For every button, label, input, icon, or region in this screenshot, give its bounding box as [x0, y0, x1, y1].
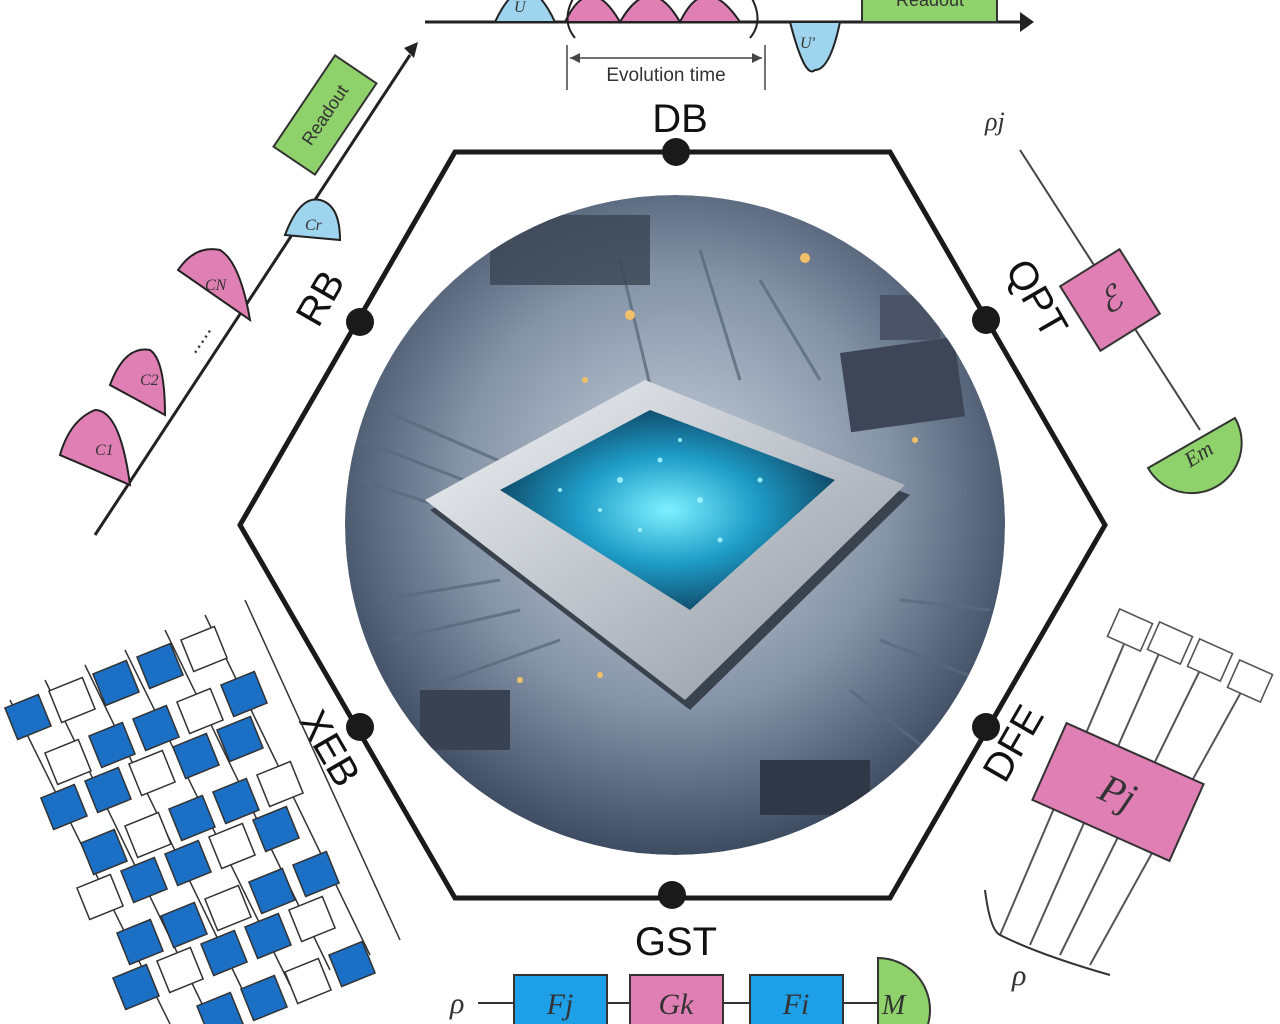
qpt-channel-box — [1058, 247, 1162, 353]
xeb-gate-cell — [215, 715, 265, 763]
node-dot-gst[interactable] — [658, 881, 686, 909]
node-dot-dfe[interactable] — [972, 713, 1000, 741]
xeb-gate-cell — [203, 884, 253, 932]
gst-gate-fi-label: Fi — [782, 988, 810, 1021]
dfe-meter-2 — [1146, 620, 1194, 666]
xeb-gate-cell — [3, 693, 53, 741]
node-label-gst: GST — [635, 920, 717, 964]
node-label-rb: RB — [288, 263, 354, 333]
dfe-meter-4 — [1226, 658, 1274, 704]
xeb-gate-cell — [283, 957, 333, 1005]
db-readout-label: Readout — [896, 0, 964, 10]
rb-pulse-c2-label: C2 — [140, 372, 159, 389]
dfe-pauli-box — [1031, 721, 1205, 863]
rb-pulse-cn — [176, 248, 252, 323]
xeb-gate-cell — [75, 873, 125, 921]
gst-measurement-label: M — [881, 990, 907, 1021]
rb-pulse-cn-label: CN — [205, 277, 228, 294]
xeb-gate-cell — [115, 918, 165, 966]
db-pulse-u — [493, 0, 557, 23]
xeb-gate-cell — [327, 940, 377, 988]
xeb-gate-cell — [135, 642, 185, 690]
db-pulse-u-label: U — [514, 0, 527, 16]
processor-chip-image — [345, 195, 1005, 855]
xeb-gate-cell — [83, 766, 133, 814]
xeb-gate-cell — [91, 659, 141, 707]
node-dot-db[interactable] — [662, 138, 690, 166]
db-evolution-pulses — [563, 0, 742, 25]
node-dot-rb[interactable] — [346, 308, 374, 336]
xeb-gate-cell — [123, 811, 173, 859]
dfe-state-label: ρ — [1011, 959, 1026, 992]
rb-pulse-c2 — [108, 348, 167, 417]
db-pulse-u-dagger-label: U' — [800, 35, 816, 52]
gst-gate-fj — [513, 974, 608, 1024]
db-pulse-u-dagger — [788, 21, 842, 73]
node-dot-xeb[interactable] — [346, 713, 374, 741]
qpt-panel: ρj ℰ Em — [984, 107, 1243, 495]
xeb-gate-cell — [43, 738, 93, 786]
rb-readout-box — [272, 54, 378, 176]
gst-gate-fi — [749, 974, 844, 1024]
method-hexagon — [237, 149, 1108, 901]
xeb-gate-cell — [119, 856, 169, 904]
xeb-gate-cell — [247, 867, 297, 915]
xeb-gate-cell — [291, 850, 341, 898]
xeb-gate-cell — [171, 732, 221, 780]
xeb-gate-cell — [287, 895, 337, 943]
node-label-dfe: DFE — [975, 698, 1053, 789]
xeb-gate-cell — [111, 963, 161, 1011]
gst-state-label: ρ — [449, 987, 464, 1020]
db-readout-box — [861, 0, 998, 23]
gst-gate-fj-label: Fj — [546, 988, 574, 1021]
node-dot-qpt[interactable] — [972, 306, 1000, 334]
xeb-gate-cell — [39, 783, 89, 831]
rb-pulse-c1-label: C1 — [95, 442, 114, 459]
xeb-gate-cell — [131, 704, 181, 752]
xeb-gate-cell — [155, 946, 205, 994]
xeb-panel — [3, 599, 401, 1024]
xeb-gate-cell — [47, 676, 97, 724]
dfe-panel: Pj ρ — [984, 607, 1274, 992]
gst-panel: ρ Fj Gk Fi M — [449, 956, 931, 1024]
hexagon-node-dots — [346, 138, 1000, 909]
rb-pulse-c1 — [58, 408, 132, 487]
xeb-gate-cell — [195, 991, 245, 1024]
rb-pulse-cr — [283, 198, 342, 242]
xeb-gate-cell — [175, 687, 225, 735]
gst-gate-gk-label: Gk — [659, 988, 695, 1021]
rb-ellipsis: ..... — [178, 318, 216, 357]
xeb-gate-cell — [239, 974, 289, 1022]
xeb-gate-cell — [211, 777, 261, 825]
db-evolution-time-label: Evolution time — [606, 65, 725, 86]
dfe-meter-3 — [1186, 637, 1234, 683]
db-panel: U U' Readout Evolution time — [425, 0, 1034, 90]
xeb-gate-cell — [159, 901, 209, 949]
gst-measurement — [877, 956, 931, 1024]
dfe-meter-1 — [1106, 607, 1154, 653]
xeb-gate-cell — [163, 839, 213, 887]
rb-pulse-cr-label: Cr — [305, 217, 323, 234]
xeb-gate-cell — [219, 670, 269, 718]
xeb-gate-cell — [127, 749, 177, 797]
xeb-gate-cell — [179, 625, 229, 673]
xeb-gate-cell — [79, 828, 129, 876]
node-label-qpt: QPT — [997, 252, 1076, 345]
xeb-gate-cell — [251, 805, 301, 853]
gst-gate-gk — [629, 974, 724, 1024]
xeb-gate-cell — [243, 912, 293, 960]
qpt-input-state: ρj — [984, 107, 1005, 136]
qpt-measurement — [1146, 416, 1243, 495]
xeb-gate-cell — [167, 794, 217, 842]
xeb-gate-cell — [207, 822, 257, 870]
xeb-gate-cell — [87, 721, 137, 769]
xeb-gate-cell — [199, 929, 249, 977]
node-label-db: DB — [652, 97, 708, 141]
xeb-gate-cell — [255, 760, 305, 808]
